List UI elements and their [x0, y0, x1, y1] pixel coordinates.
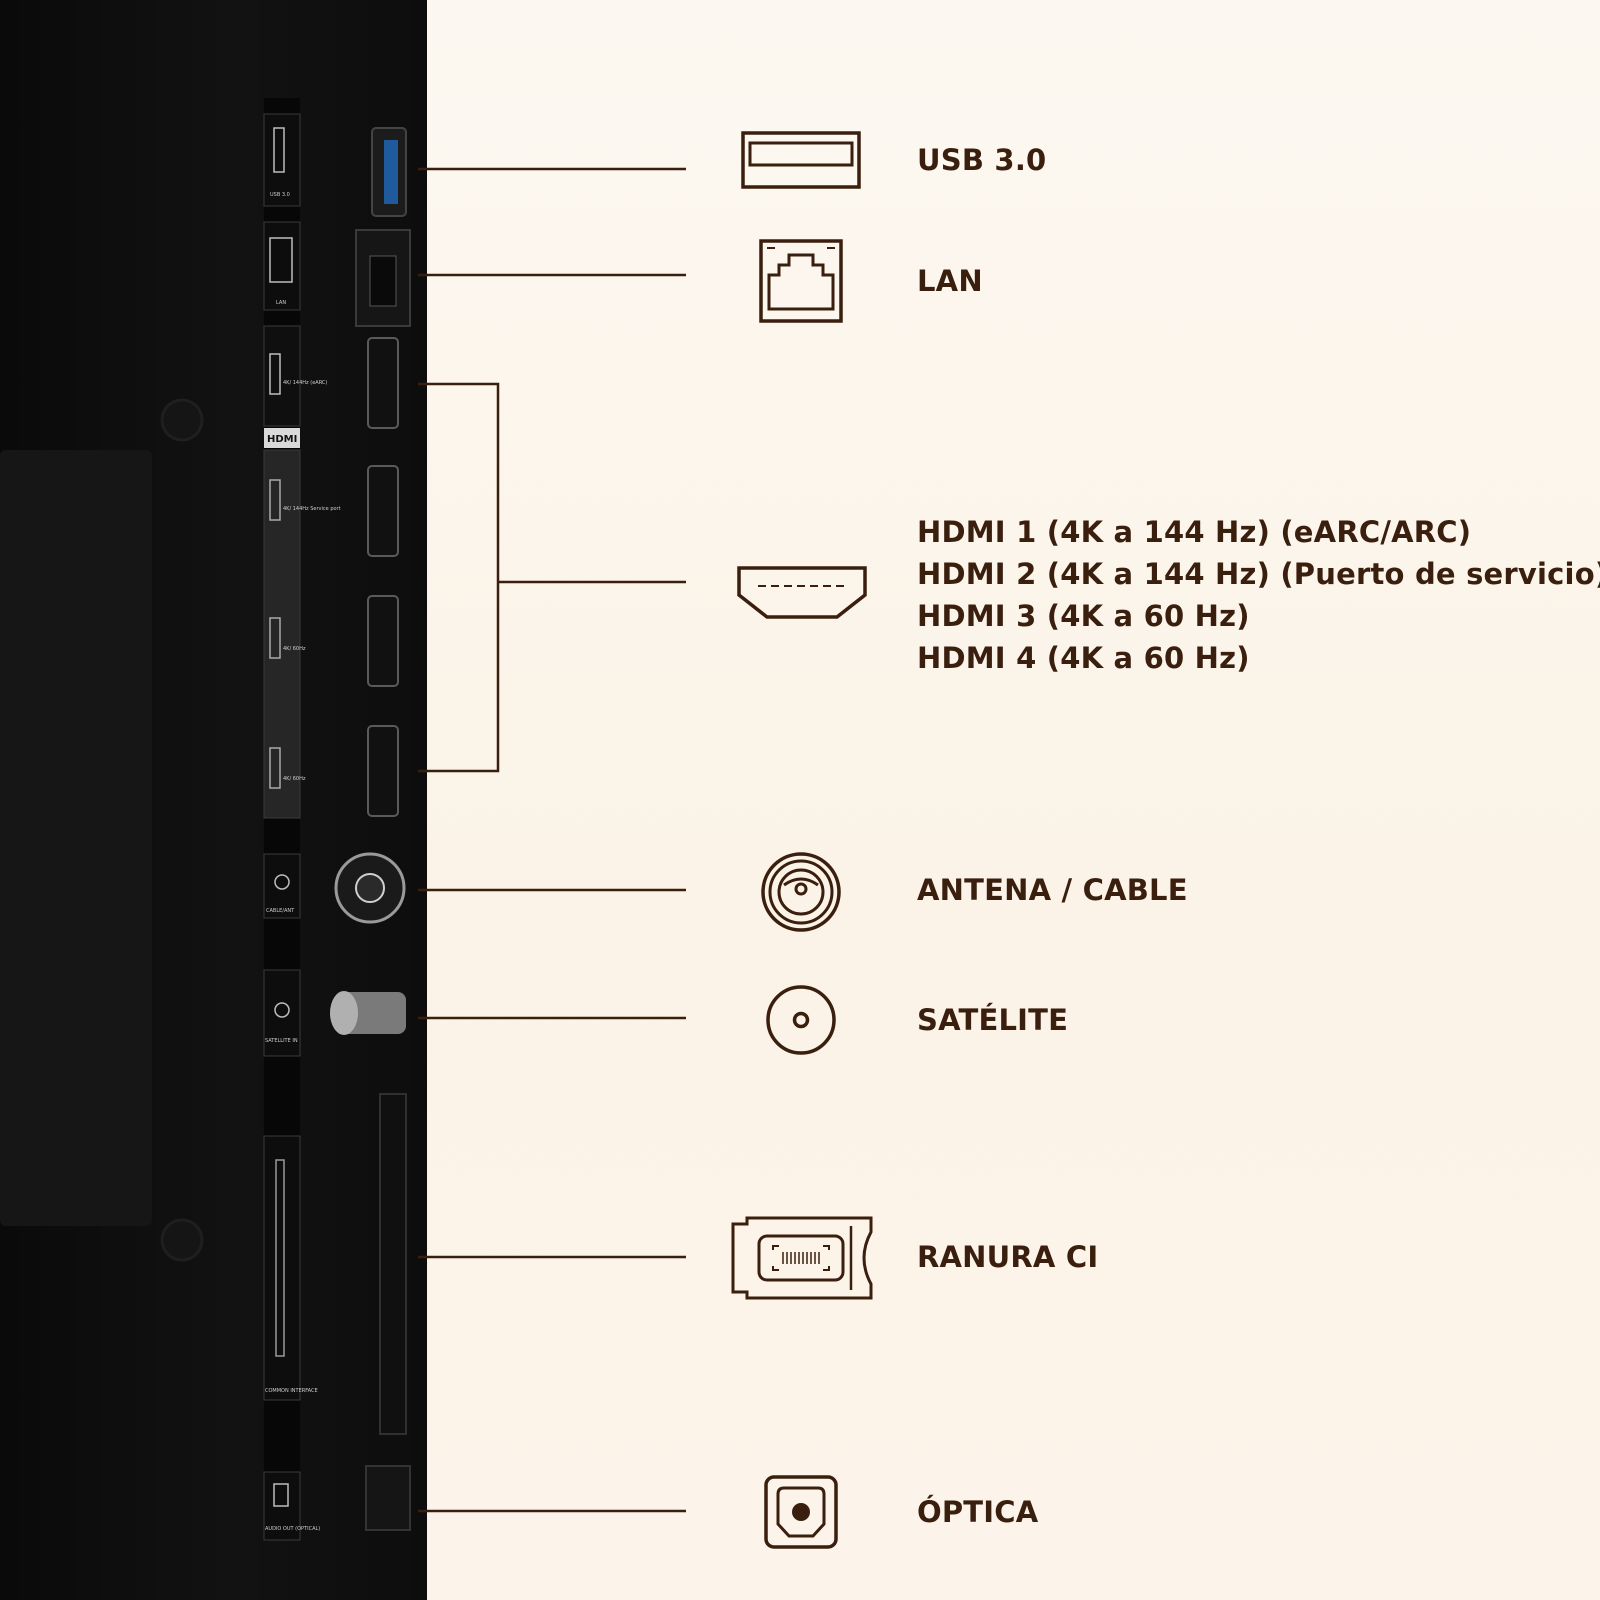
hdmi-icon [736, 565, 868, 625]
satellite-icon [765, 984, 837, 1060]
ethernet-port-icon [759, 239, 843, 329]
tv-side-block [0, 450, 152, 1226]
lan-label: LAN [917, 264, 983, 298]
tv-ci-label: COMMON INTERFACE [265, 1388, 318, 1394]
hdmi-2-label: HDMI 2 (4K a 144 Hz) (Puerto de servicio… [917, 557, 1600, 591]
tv-lan-label: LAN [276, 300, 286, 306]
tv-optical-port [365, 1465, 411, 1531]
coaxial-antenna-icon [760, 851, 842, 937]
tv-usb-tongue [384, 140, 398, 204]
ci-card-icon [731, 1216, 873, 1304]
hdmi-bracket-line [418, 382, 500, 773]
tv-hdmi-ports [367, 337, 399, 817]
tv-optical-label: AUDIO OUT (OPTICAL) [265, 1526, 320, 1532]
tv-hdmi4-spec: 4K/ 60Hz [283, 776, 306, 782]
screw-hole-bottom [160, 1218, 204, 1262]
usb-icon [740, 130, 862, 194]
tv-hdmi1-spec: 4K/ 144Hz (eARC) [283, 380, 327, 386]
tv-hdmi-logo: HDMI [267, 434, 297, 445]
hdmi-label-group: HDMI 1 (4K a 144 Hz) (eARC/ARC) HDMI 2 (… [917, 511, 1600, 679]
tv-back-panel: USB 3.0 LAN 4K/ 144Hz (eARC) HDMI 4K/ 14… [0, 0, 427, 1600]
hdmi-1-label: HDMI 1 (4K a 144 Hz) (eARC/ARC) [917, 515, 1472, 549]
tv-usb-label: USB 3.0 [270, 192, 290, 198]
antenna-label: ANTENA / CABLE [917, 873, 1188, 907]
optical-label: ÓPTICA [917, 1495, 1039, 1529]
tv-ci-slot [379, 1093, 407, 1435]
tv-hdmi2-spec: 4K/ 144Hz Service port [283, 506, 341, 512]
hdmi-3-label: HDMI 3 (4K a 60 Hz) [917, 599, 1250, 633]
tv-back-illustration: USB 3.0 LAN 4K/ 144Hz (eARC) HDMI 4K/ 14… [0, 98, 411, 1541]
optical-port-icon [763, 1474, 839, 1554]
ci-slot-label: RANURA CI [917, 1240, 1099, 1274]
tv-cable-label: CABLE/ANT [266, 908, 295, 914]
usb-label: USB 3.0 [917, 143, 1047, 177]
satellite-label: SATÉLITE [917, 1003, 1069, 1037]
tv-satellite-label: SATELLITE IN [265, 1038, 298, 1044]
tv-hdmi3-spec: 4K/ 60Hz [283, 646, 306, 652]
hdmi-4-label: HDMI 4 (4K a 60 Hz) [917, 641, 1250, 675]
screw-hole-top [160, 398, 204, 442]
